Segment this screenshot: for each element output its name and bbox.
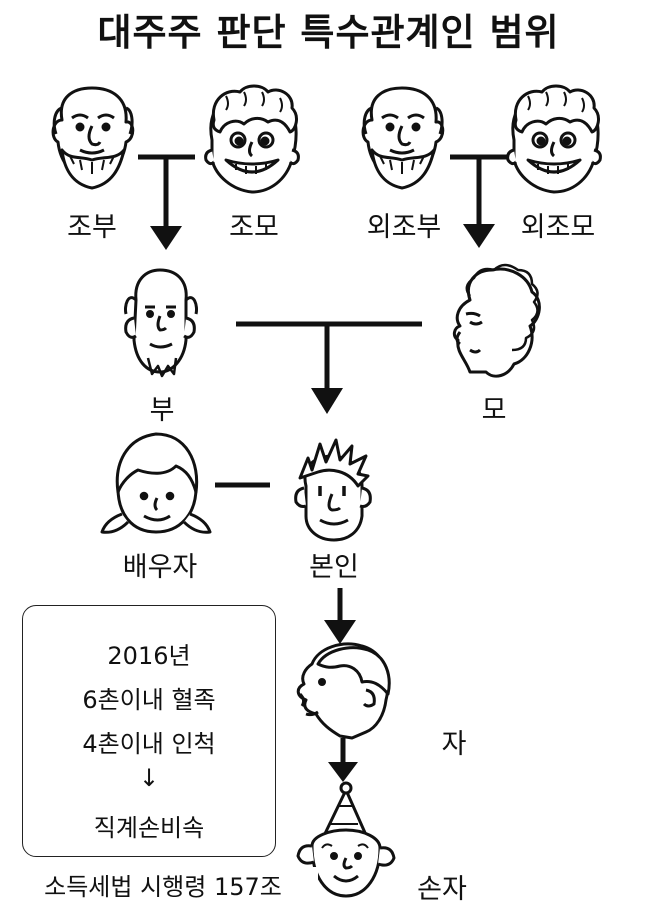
label-spouse: 배우자: [122, 552, 198, 583]
note-year: 2016년: [107, 642, 191, 670]
label-grandchild: 손자: [417, 874, 467, 905]
mother-face-icon: [452, 263, 541, 378]
grandfather-face-icon: [51, 86, 135, 190]
father-face-icon: [124, 268, 198, 378]
label-grandmother: 조모: [229, 212, 279, 243]
grandmother-face-icon: [204, 84, 300, 194]
spouse-face-icon: [100, 432, 212, 534]
label-grandfather: 조부: [67, 212, 117, 243]
child-face-icon: [296, 642, 391, 740]
grandchild-face-icon: [296, 781, 396, 898]
self-child-arrowhead: [324, 620, 356, 644]
label-maternal-grandmother: 외조모: [520, 212, 596, 243]
note-arrow: ↓: [138, 764, 160, 792]
maternal-grandfather-face-icon: [361, 86, 445, 190]
note-line-2: 4촌이내 인척: [82, 730, 216, 758]
maternal-grandparents-arrowhead: [463, 224, 495, 248]
label-mother: 모: [481, 395, 507, 426]
maternal-grandmother-face-icon: [506, 84, 602, 194]
child-grandchild-arrowhead: [328, 762, 358, 782]
note-line-1: 6촌이내 혈족: [82, 686, 216, 714]
self-face-icon: [294, 438, 372, 542]
page-title: 대주주 판단 특수관계인 범위: [97, 11, 560, 54]
note-box: 2016년 6촌이내 혈족 4촌이내 인척 ↓ 직계손비속: [22, 605, 276, 857]
grandparents-arrowhead: [150, 226, 182, 250]
note-line-3: 직계손비속: [93, 814, 205, 842]
label-maternal-grandfather: 외조부: [366, 212, 442, 243]
note-caption: 소득세법 시행령 157조: [8, 867, 318, 902]
parents-arrowhead: [311, 388, 343, 414]
label-child: 자: [441, 729, 467, 760]
label-father: 부: [149, 395, 175, 426]
label-self: 본인: [309, 552, 359, 583]
